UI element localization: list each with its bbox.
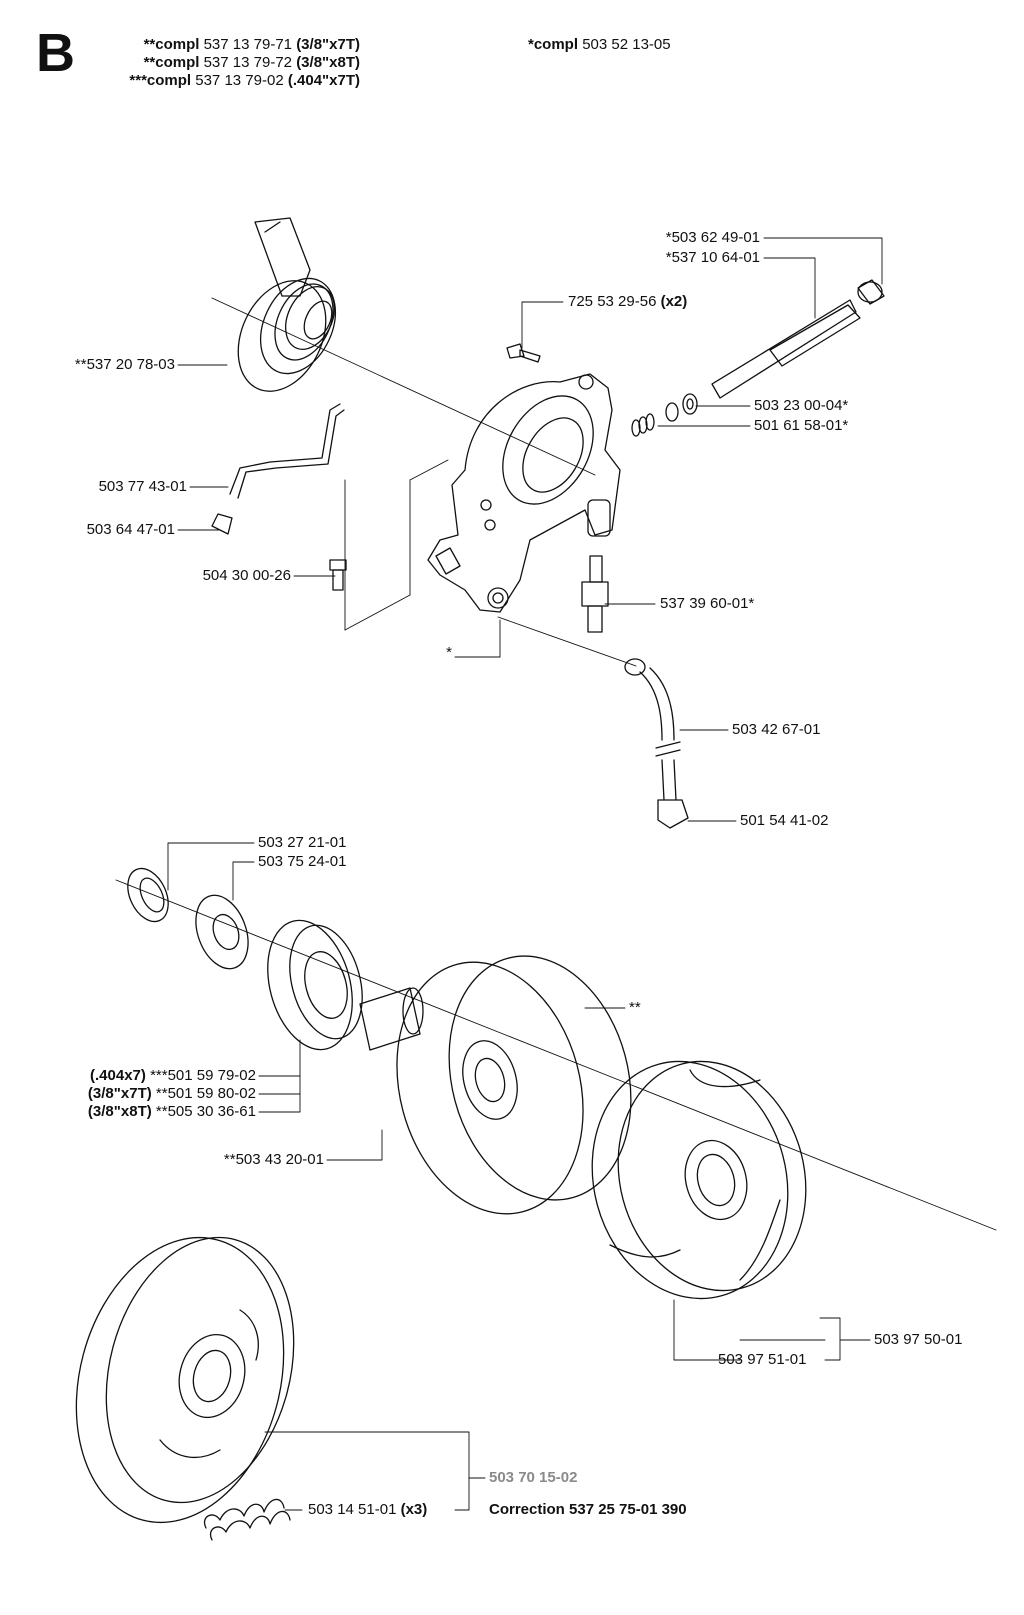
part-label: 503 97 50-01: [874, 1331, 963, 1348]
part-label: 501 61 58-01*: [754, 417, 849, 434]
axis-lines: [115, 297, 997, 1231]
part-label: 537 39 60-01*: [660, 595, 755, 612]
single-compl-number: 503 52 13-05: [582, 36, 671, 53]
part-label: (3/8"x7T) **501 59 80-02: [20, 1085, 256, 1103]
part-variant: (3/8"x8T): [87, 1103, 152, 1120]
oil-pipe: [229, 403, 345, 499]
part-number: **501 59 80-02: [155, 1085, 256, 1102]
compl-number: 537 13 79-72: [203, 54, 293, 71]
leader-lines: [167, 237, 883, 1511]
clutch-assembly-detail: [75, 1236, 295, 1524]
washer: [195, 894, 249, 970]
part-label: 503 42 67-01: [732, 721, 821, 738]
compl-line-1: **compl 537 13 79-71 (3/8"x7T): [60, 36, 360, 54]
oil-hose: [624, 658, 689, 829]
part-quantity: (x2): [660, 293, 688, 310]
part-label: 503 97 51-01: [718, 1351, 807, 1368]
compl-variant: (.404"x7T): [287, 72, 360, 89]
part-label: *: [446, 644, 452, 661]
part-label: **503 43 20-01: [223, 1151, 324, 1168]
compl-variant: (3/8"x7T): [296, 36, 360, 53]
compl-prefix: **compl: [143, 36, 200, 53]
compl-prefix: ***compl: [129, 72, 192, 89]
part-label: 503 27 21-01: [258, 834, 347, 851]
part-label: 503 75 24-01: [258, 853, 347, 870]
correction-note: Correction 537 25 75-01 390: [489, 1501, 687, 1518]
compl-prefix: **compl: [143, 54, 200, 71]
part-number: ***501 59 79-02: [150, 1067, 256, 1084]
part-label: 725 53 29-56 (x2): [568, 293, 687, 311]
part-number: **505 30 36-61: [155, 1103, 256, 1120]
part-label: 504 30 00-26: [202, 567, 291, 584]
pump-washers: [631, 393, 698, 437]
part-label: **537 20 78-03: [74, 356, 175, 373]
valve: [329, 559, 347, 591]
part-variant: (3/8"x7T): [87, 1085, 152, 1102]
compl-line-2: **compl 537 13 79-72 (3/8"x8T): [60, 54, 360, 72]
part-label: 503 14 51-01 (x3): [308, 1501, 427, 1519]
part-label: 503 64 47-01: [86, 521, 175, 538]
needle-bearing: [359, 987, 424, 1051]
rim-sprocket: [267, 919, 363, 1051]
circlip: [127, 867, 169, 923]
single-compl-prefix: *compl: [528, 36, 579, 53]
part-number: 725 53 29-56: [568, 293, 657, 310]
part-variant: (.404x7): [90, 1067, 146, 1084]
adjuster-screw: [581, 555, 609, 633]
part-label: **: [629, 999, 641, 1016]
pump-shaft: [711, 279, 885, 399]
clutch-assembly: [591, 1060, 807, 1300]
clip: [211, 513, 233, 535]
part-quantity: (x3): [400, 1501, 428, 1518]
section-letter: B: [36, 23, 75, 83]
compl-number: 537 13 79-02: [195, 72, 284, 89]
part-label: *503 62 49-01: [665, 229, 760, 246]
part-label: 503 77 43-01: [98, 478, 187, 495]
part-number: 503 14 51-01: [308, 1501, 397, 1518]
clutch-drum: [396, 955, 632, 1215]
compl-header-block: **compl 537 13 79-71 (3/8"x7T) **compl 5…: [60, 36, 360, 90]
compl-variant: (3/8"x8T): [296, 54, 360, 71]
compl-number: 537 13 79-71: [203, 36, 293, 53]
compl-line-3: ***compl 537 13 79-02 (.404"x7T): [60, 72, 360, 90]
part-label: 501 54 41-02: [740, 812, 829, 829]
part-label: 503 23 00-04*: [754, 397, 849, 414]
oil-pump-body: [427, 373, 621, 613]
part-label: *537 10 64-01: [665, 249, 760, 266]
clutch-spring: [203, 1498, 291, 1541]
part-label: 503 70 15-02: [489, 1469, 578, 1486]
part-label: (.404x7) ***501 59 79-02: [20, 1067, 256, 1085]
part-label: (3/8"x8T) **505 30 36-61: [20, 1103, 256, 1121]
single-compl-header: *compl 503 52 13-05: [528, 36, 671, 54]
screw: [506, 343, 541, 363]
tensioner-gear: [237, 217, 337, 392]
